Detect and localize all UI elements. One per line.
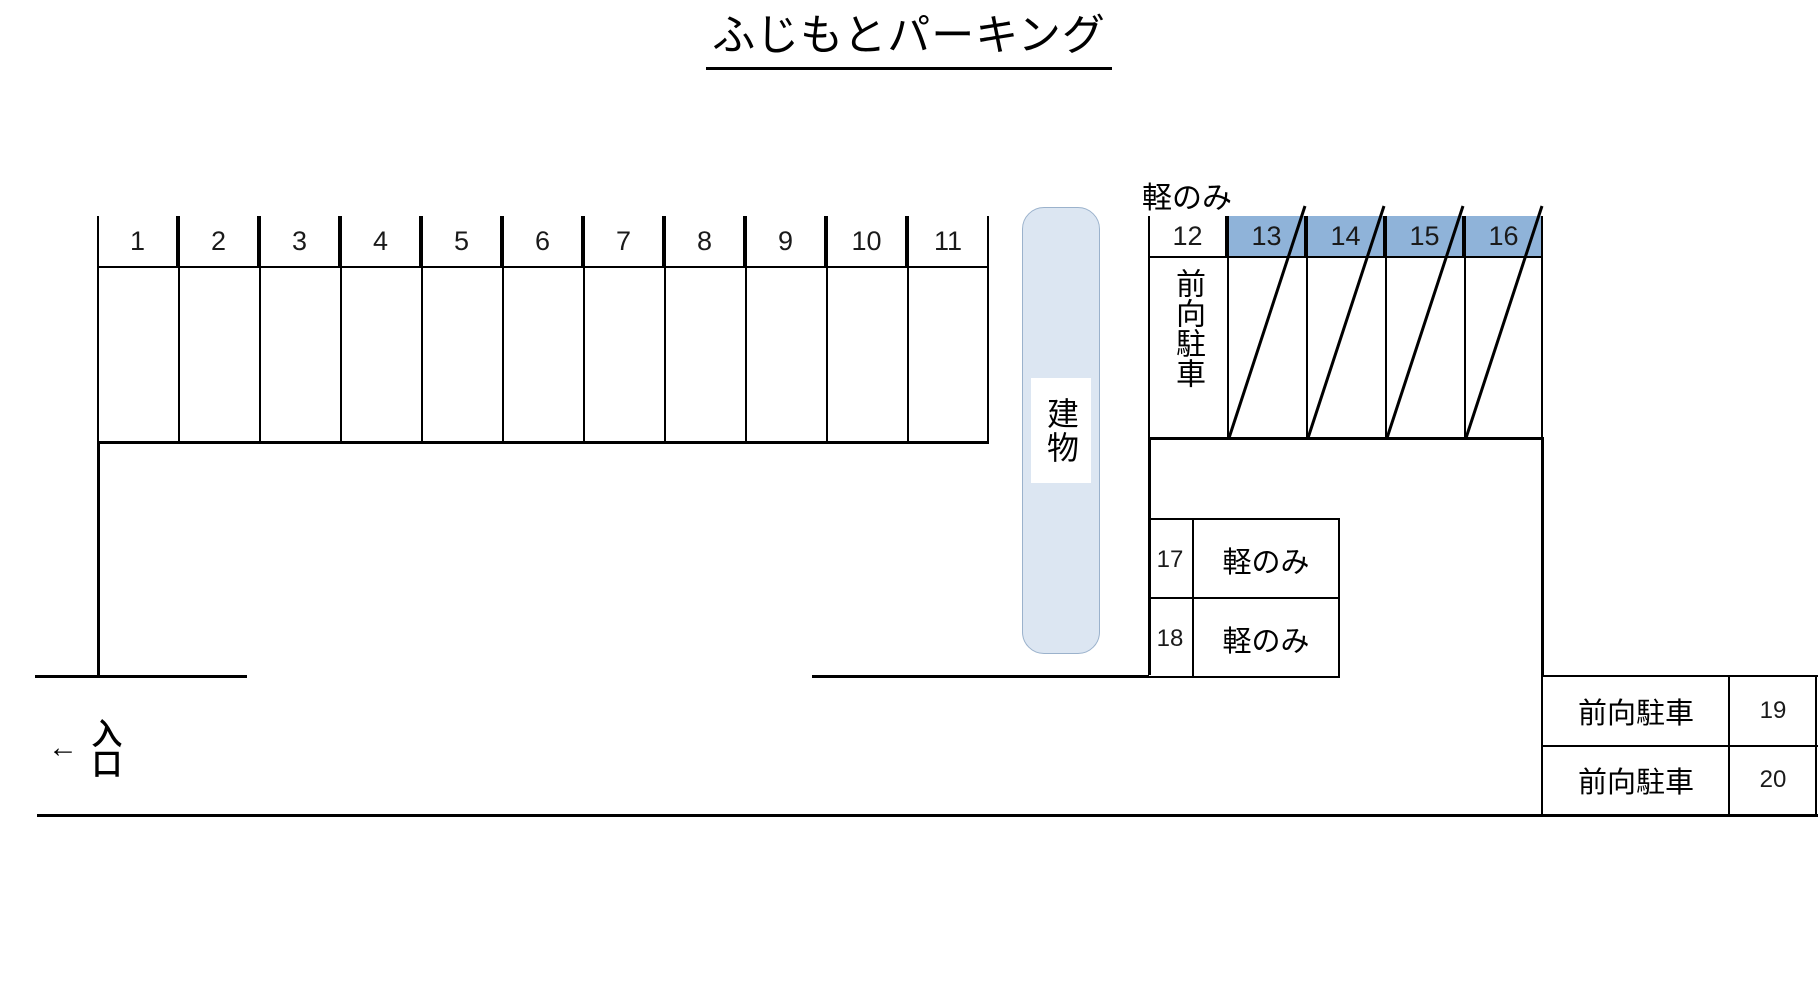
stall-19-note: 前向駐車 [1577,698,1694,730]
stall-cell-1[interactable]: 1 [97,216,178,266]
stall-number-4: 4 [372,225,389,256]
stall-17-bottom-border [1148,597,1340,599]
stall-divider-8 [745,266,747,442]
stall-number-5: 5 [453,225,470,256]
stall-divider-4 [421,266,423,442]
stall-19-top-border [1541,675,1818,677]
stall-divider-7 [664,266,666,442]
stall-number-16: 16 [1488,220,1519,251]
stall-number-8: 8 [696,225,713,256]
stall-divider-9 [826,266,828,442]
stall-17-top-border [1148,518,1340,520]
right-block-right-wall [1541,437,1544,675]
light-vehicle-note-top: 軽のみ [1142,182,1232,215]
right-block-left-wall [1148,437,1151,675]
right-stall-divider-5 [1541,256,1543,437]
stall-number-12: 12 [1172,220,1203,251]
stall-cell-3[interactable]: 3 [259,216,340,266]
page-title: ふじもとパーキング [0,12,1818,71]
stall-number-2: 2 [210,225,227,256]
stall-number-18[interactable]: 18 [1156,625,1184,652]
stall-18-bottom-border [1148,676,1340,678]
stall-number-20[interactable]: 20 [1759,766,1787,793]
top-row-lower-border [97,441,989,444]
stall-number-11: 11 [933,225,963,256]
stall-number-17[interactable]: 17 [1156,546,1184,573]
stall-divider-3 [340,266,342,442]
stall-number-9: 9 [777,225,794,256]
stall-number-10: 10 [851,225,882,256]
stall-number-3: 3 [291,225,308,256]
entrance-label: 入口 [87,718,120,778]
stall-cell-9[interactable]: 9 [745,216,826,266]
stall-cell-2[interactable]: 2 [178,216,259,266]
stall-17-18-number-divider [1192,518,1194,676]
top-row-number-band-border [97,266,989,268]
page-title-text: ふじもとパーキング [706,12,1112,71]
stall-cell-5[interactable]: 5 [421,216,502,266]
right-row-lower-border [1148,437,1543,440]
stall-number-1: 1 [129,225,146,256]
stall-divider-10 [907,266,909,442]
stall-20-bottom-border [1541,814,1818,816]
stall-divider-0 [97,266,99,442]
arrow-left-icon: ← [48,731,78,764]
stall-20-note: 前向駐車 [1577,767,1694,799]
lot-inner-edge-center [812,675,1149,678]
stall-cell-16[interactable]: 16 [1464,216,1543,256]
stall-divider-2 [259,266,261,442]
stall-cell-4[interactable]: 4 [340,216,421,266]
stall-19-20-number-divider [1728,675,1730,815]
stall-number-14: 14 [1330,220,1361,251]
right-stall-divider-1 [1227,256,1229,437]
stall-cell-14[interactable]: 14 [1306,216,1385,256]
stall-cell-11[interactable]: 11 [907,216,989,266]
stall-divider-11 [987,266,989,442]
lot-inner-edge-left [35,675,247,678]
stall-cell-15[interactable]: 15 [1385,216,1464,256]
stall-number-7: 7 [615,225,632,256]
stall-cell-6[interactable]: 6 [502,216,583,266]
right-stall-divider-4 [1464,256,1466,437]
right-stall-divider-3 [1385,256,1387,437]
stall-divider-1 [178,266,180,442]
lot-bottom-boundary [37,814,1818,817]
stall-cell-12[interactable]: 12 [1148,216,1227,256]
right-stall-divider-0 [1148,256,1150,437]
tandem-slash-marks [1227,205,1544,439]
stall-divider-5 [502,266,504,442]
stall-19-20-right-edge [1815,675,1817,815]
stall-cell-13[interactable]: 13 [1227,216,1306,256]
stall-number-19[interactable]: 19 [1759,697,1787,724]
stall-19-bottom-border [1541,745,1818,747]
stall-cell-8[interactable]: 8 [664,216,745,266]
building-label: 建物 [1031,378,1091,483]
stall-number-13: 13 [1251,220,1282,251]
entrance-marker: ← 入口 [48,718,120,778]
lot-left-boundary [97,441,100,678]
stall-19-20-left-edge [1541,675,1543,815]
stall-17-note: 軽のみ [1222,547,1310,579]
front-parking-note-12: 前向駐車 [1171,268,1204,388]
right-stall-divider-2 [1306,256,1308,437]
right-row-number-band-border [1148,256,1543,258]
stall-number-15: 15 [1409,220,1440,251]
stall-divider-6 [583,266,585,442]
stall-18-note: 軽のみ [1222,626,1310,658]
stall-cell-7[interactable]: 7 [583,216,664,266]
stall-cell-10[interactable]: 10 [826,216,907,266]
stall-17-18-right-edge [1338,518,1340,676]
stall-number-6: 6 [534,225,551,256]
